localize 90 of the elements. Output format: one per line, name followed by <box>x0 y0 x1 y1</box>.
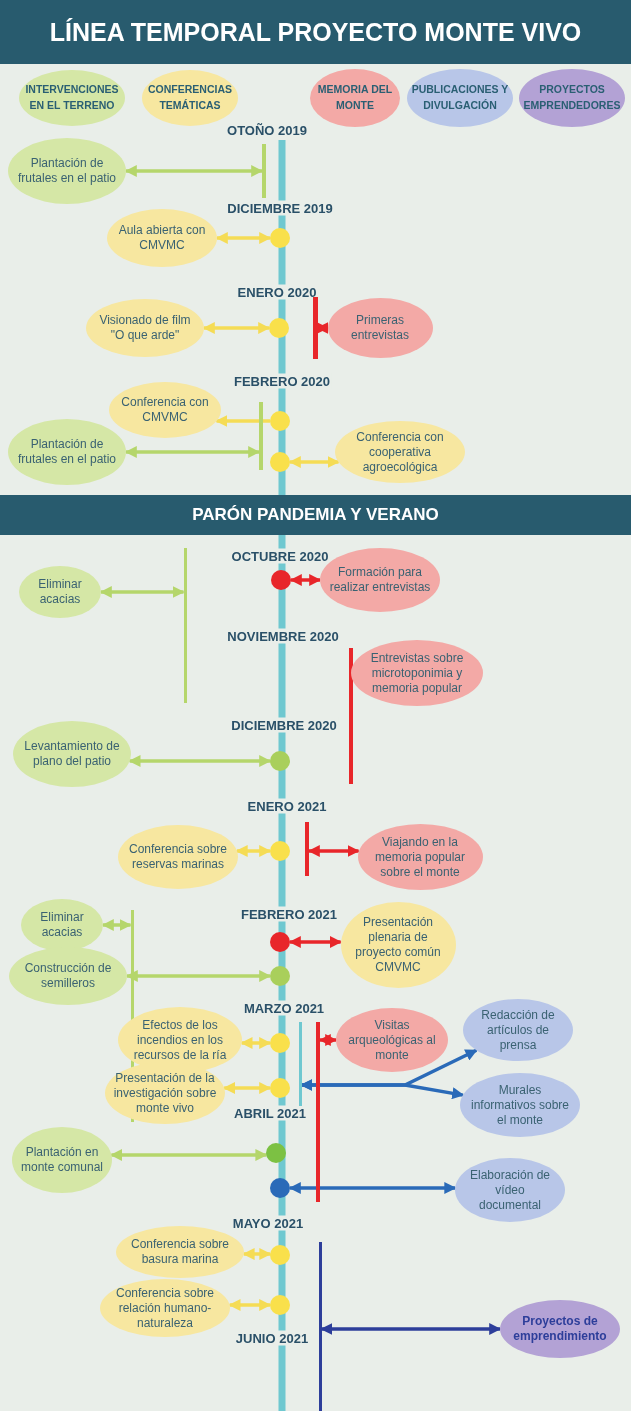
arrow <box>215 415 270 427</box>
arrow <box>101 919 132 931</box>
arrow <box>124 446 261 458</box>
legend-label: PUBLICACIONES Y DIVULGACIÓN <box>410 82 510 113</box>
event-ellipse: Eliminar acacias <box>19 566 101 618</box>
event-ellipse: Levantamiento de plano del patio <box>13 721 131 787</box>
event-ellipse: Plantación de frutales en el patio <box>8 419 126 485</box>
event-ellipse: Conferencia sobre relación humano-naturaleza <box>100 1279 230 1337</box>
arrow <box>318 1034 338 1046</box>
legend-label: MEMORIA DEL MONTE <box>316 82 394 113</box>
legend-label: CONFERENCIAS TEMÁTICAS <box>147 82 233 113</box>
timeline-bar <box>259 402 263 470</box>
arrow <box>288 936 342 948</box>
timeline-bar <box>298 1022 302 1106</box>
arrow <box>307 845 360 857</box>
timeline-bar <box>312 297 318 359</box>
arrow <box>202 322 271 334</box>
event-ellipse: Primeras entrevistas <box>327 298 433 358</box>
arrow <box>316 322 329 334</box>
timeline-dot <box>270 1295 290 1315</box>
timeline-dot <box>270 966 290 986</box>
timeline-dot <box>270 228 290 248</box>
event-ellipse: Conferencia sobre reservas marinas <box>118 825 238 889</box>
date-label: DICIEMBRE 2020 <box>229 717 339 733</box>
date-label: JUNIO 2021 <box>233 1330 311 1346</box>
date-label: MARZO 2021 <box>241 1000 327 1016</box>
event-ellipse: Visitas arqueológicas al monte <box>336 1008 448 1072</box>
timeline-dot <box>270 841 290 861</box>
date-label: ABRIL 2021 <box>232 1105 308 1121</box>
arrow <box>242 1248 272 1260</box>
date-label: NOVIEMBRE 2020 <box>225 628 341 644</box>
timeline-dot <box>270 452 290 472</box>
date-label: OTOÑO 2019 <box>225 122 309 138</box>
arrow <box>223 1082 272 1094</box>
arrow <box>300 1079 465 1100</box>
event-ellipse: Viajando en la memoria popular sobre el monte <box>357 824 483 890</box>
date-label: ENERO 2021 <box>245 798 329 814</box>
timeline-bar <box>305 822 309 876</box>
arrow <box>235 845 272 857</box>
arrow <box>289 574 322 586</box>
event-ellipse: Entrevistas sobre microtoponimia y memoria popular <box>351 640 483 706</box>
event-ellipse: Redacción de artículos de prensa <box>463 999 573 1061</box>
timeline-dot <box>269 318 289 338</box>
event-ellipse: Visionado de film "O que arde" <box>86 299 204 357</box>
arrow <box>228 1299 272 1311</box>
arrow <box>124 165 264 177</box>
event-ellipse: Aula abierta con CMVMC <box>107 209 217 267</box>
arrow <box>99 586 185 598</box>
date-label: MAYO 2021 <box>230 1215 306 1231</box>
legend-label: PROYECTOS EMPRENDEDORES <box>522 82 622 113</box>
event-ellipse: Presentación plenaria de proyecto común CMVMC <box>340 902 456 988</box>
event-ellipse: Construcción de semilleros <box>9 947 127 1005</box>
event-ellipse: Conferencia con cooperativa agroecológica <box>335 421 465 483</box>
timeline-bar <box>183 547 187 703</box>
arrow <box>110 1149 268 1161</box>
arrow <box>125 970 272 982</box>
date-label: FEBRERO 2020 <box>231 373 333 389</box>
timeline-dot <box>270 411 290 431</box>
timeline-dot <box>270 1033 290 1053</box>
timeline-dot <box>270 1178 290 1198</box>
arrow <box>320 1323 502 1335</box>
legend-label: INTERVENCIONES EN EL TERRENO <box>24 82 120 113</box>
title-text: LÍNEA TEMPORAL PROYECTO MONTE VIVO <box>48 17 583 48</box>
arrow <box>128 755 272 767</box>
date-label: FEBRERO 2021 <box>238 906 340 922</box>
timeline-bar <box>318 1242 322 1411</box>
timeline-bar <box>316 1022 320 1202</box>
arrow <box>240 1037 272 1049</box>
arrow <box>288 1182 457 1194</box>
arrow <box>288 456 340 468</box>
timeline-bar <box>262 144 266 198</box>
timeline-dot <box>266 1143 286 1163</box>
date-label: ENERO 2020 <box>235 284 319 300</box>
timeline-dot <box>270 1078 290 1098</box>
timeline-dot <box>270 751 290 771</box>
date-label: DICIEMBRE 2019 <box>225 200 335 216</box>
event-ellipse: Eliminar acacias <box>21 899 103 951</box>
event-ellipse: Conferencia con CMVMC <box>109 382 221 438</box>
timeline-bar <box>349 648 353 784</box>
event-ellipse: Plantación en monte comunal <box>12 1127 112 1193</box>
timeline-dot <box>271 570 291 590</box>
event-ellipse: Presentación de la investigación sobre monte vivo <box>105 1062 225 1124</box>
event-ellipse: Plantación de frutales en el patio <box>8 138 126 204</box>
timeline-dot <box>270 932 290 952</box>
event-ellipse: Murales informativos sobre el monte <box>460 1073 580 1137</box>
arrow <box>215 232 272 244</box>
event-ellipse: Elaboración de vídeo documental <box>455 1158 565 1222</box>
timeline-dot <box>270 1245 290 1265</box>
section-heading: PARÓN PANDEMIA Y VERANO <box>191 504 440 526</box>
event-ellipse: Proyectos de emprendimiento <box>500 1300 620 1358</box>
